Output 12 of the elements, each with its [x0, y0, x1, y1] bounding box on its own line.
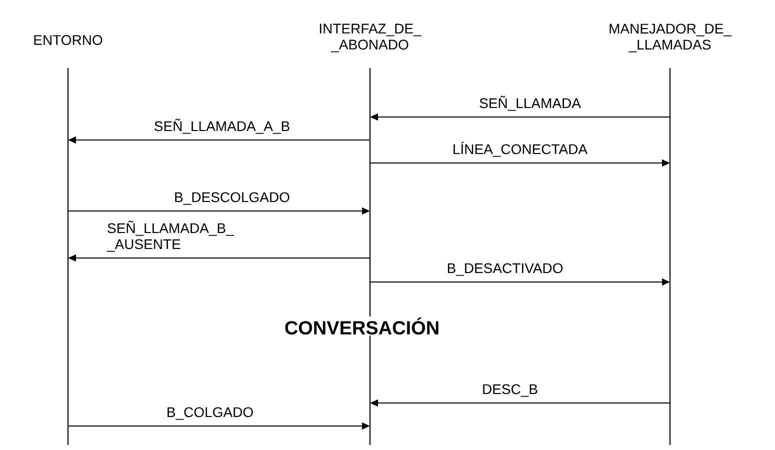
edge-label: SEÑ_LLAMADA: [480, 96, 581, 111]
edge-label: DESC_B: [483, 384, 538, 397]
edge-label: SEÑ_LLAMADA_B_ _AUSENTE: [106, 220, 234, 252]
section-label: CONVERSACIÓN: [283, 316, 441, 336]
edge-label: B_COLGADO: [168, 407, 253, 420]
lifeline-label: INTERFAZ_DE_ _ABONADO: [320, 24, 422, 52]
lifeline-label: ENTORNO: [34, 35, 102, 45]
lifeline-label: MANEJADOR_DE_ _LLAMADAS: [610, 24, 732, 52]
edge-label: SEÑ_LLAMADA_A_B: [154, 118, 290, 134]
edge-label: B_DESCOLGADO: [175, 192, 290, 205]
edge-label: LÍNEA_CONECTADA: [454, 142, 588, 157]
edge-label: B_DESACTIVADO: [448, 263, 563, 276]
